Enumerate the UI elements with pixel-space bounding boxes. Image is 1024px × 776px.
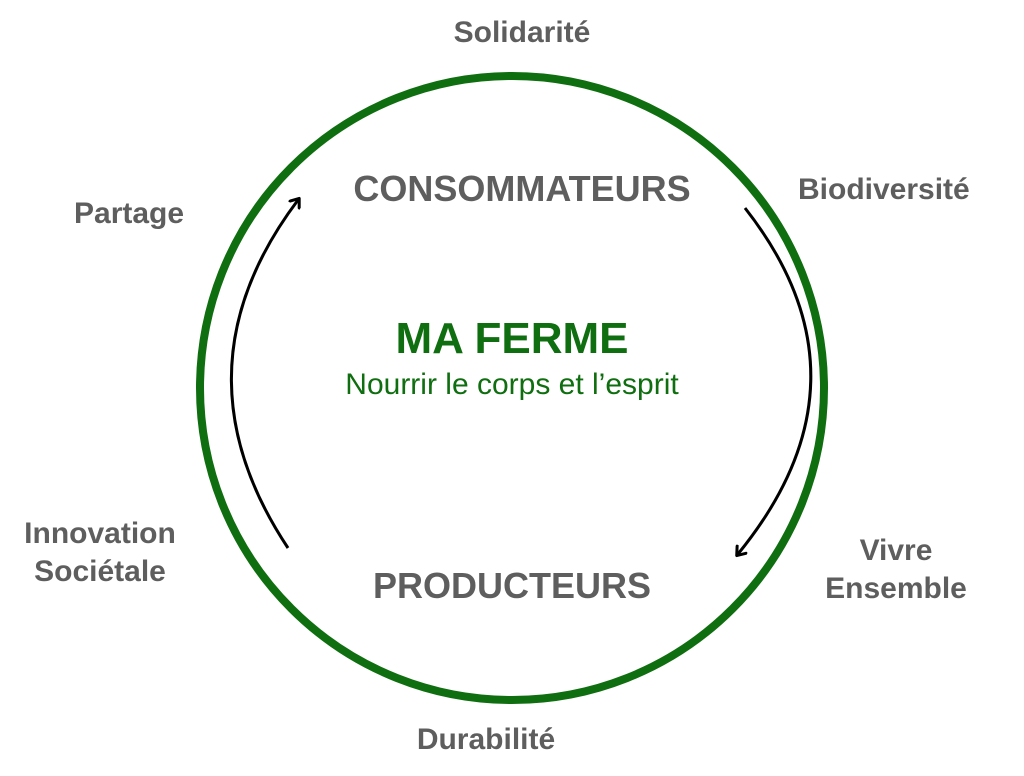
center-title: MA FERME	[395, 314, 629, 363]
center-subtitle: Nourrir le corps et l’esprit	[345, 368, 679, 401]
value-partage: Partage	[74, 197, 185, 230]
outer-circle	[196, 72, 828, 704]
node-producteurs: PRODUCTEURS	[372, 565, 651, 606]
value-innovation-line1: Innovation	[24, 517, 176, 550]
value-solidarite: Solidarité	[453, 16, 591, 49]
value-durabilite: Durabilité	[416, 723, 556, 756]
value-vivre-line2: Ensemble	[825, 571, 967, 605]
value-biodiversite: Biodiversité	[798, 173, 970, 206]
arrow-consumers-to-producers	[738, 207, 813, 554]
node-consommateurs: CONSOMMATEURS	[353, 168, 691, 209]
arrow-producers-to-consumers	[229, 200, 298, 549]
value-innovation-societale: Innovation Sociétale	[0, 515, 200, 590]
value-vivre-line1: Vivre	[859, 534, 933, 567]
value-innovation-line2: Sociétale	[34, 554, 166, 588]
value-vivre-ensemble: Vivre Ensemble	[800, 532, 992, 607]
